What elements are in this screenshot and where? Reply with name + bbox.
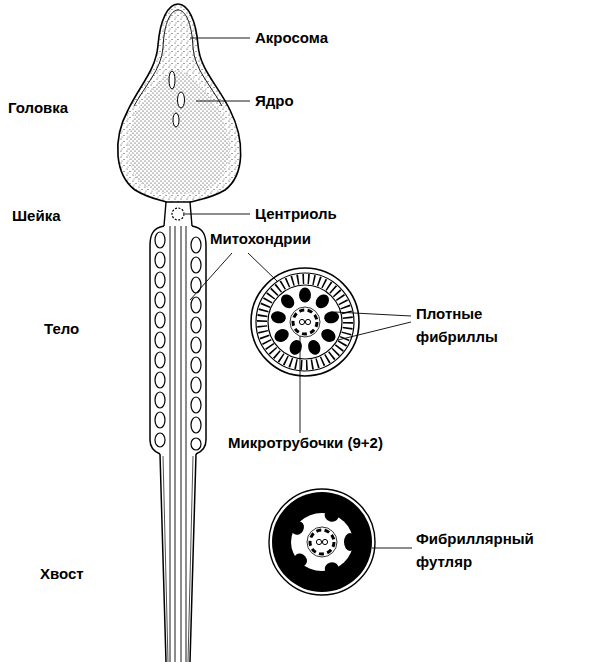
part-label: Фибриллярный футляр — [416, 528, 546, 573]
midpiece-cross-section — [251, 268, 359, 376]
part-label: Головка — [8, 97, 68, 120]
part-label: Плотные фибриллы — [416, 303, 511, 348]
part-label: Акросома — [255, 27, 328, 50]
sperm-head — [118, 4, 241, 202]
part-label: Хвост — [40, 563, 84, 586]
part-label: Ядро — [255, 90, 294, 113]
part-label: Митохондрии — [210, 228, 311, 251]
part-label: Тело — [44, 318, 79, 341]
part-label: Центриоль — [255, 203, 337, 226]
leader-lines — [185, 38, 412, 548]
tail-cross-section — [269, 489, 375, 595]
sperm-tail — [160, 454, 196, 662]
part-label: Микротрубочки (9+2) — [228, 432, 383, 455]
part-label: Шейка — [12, 205, 61, 228]
